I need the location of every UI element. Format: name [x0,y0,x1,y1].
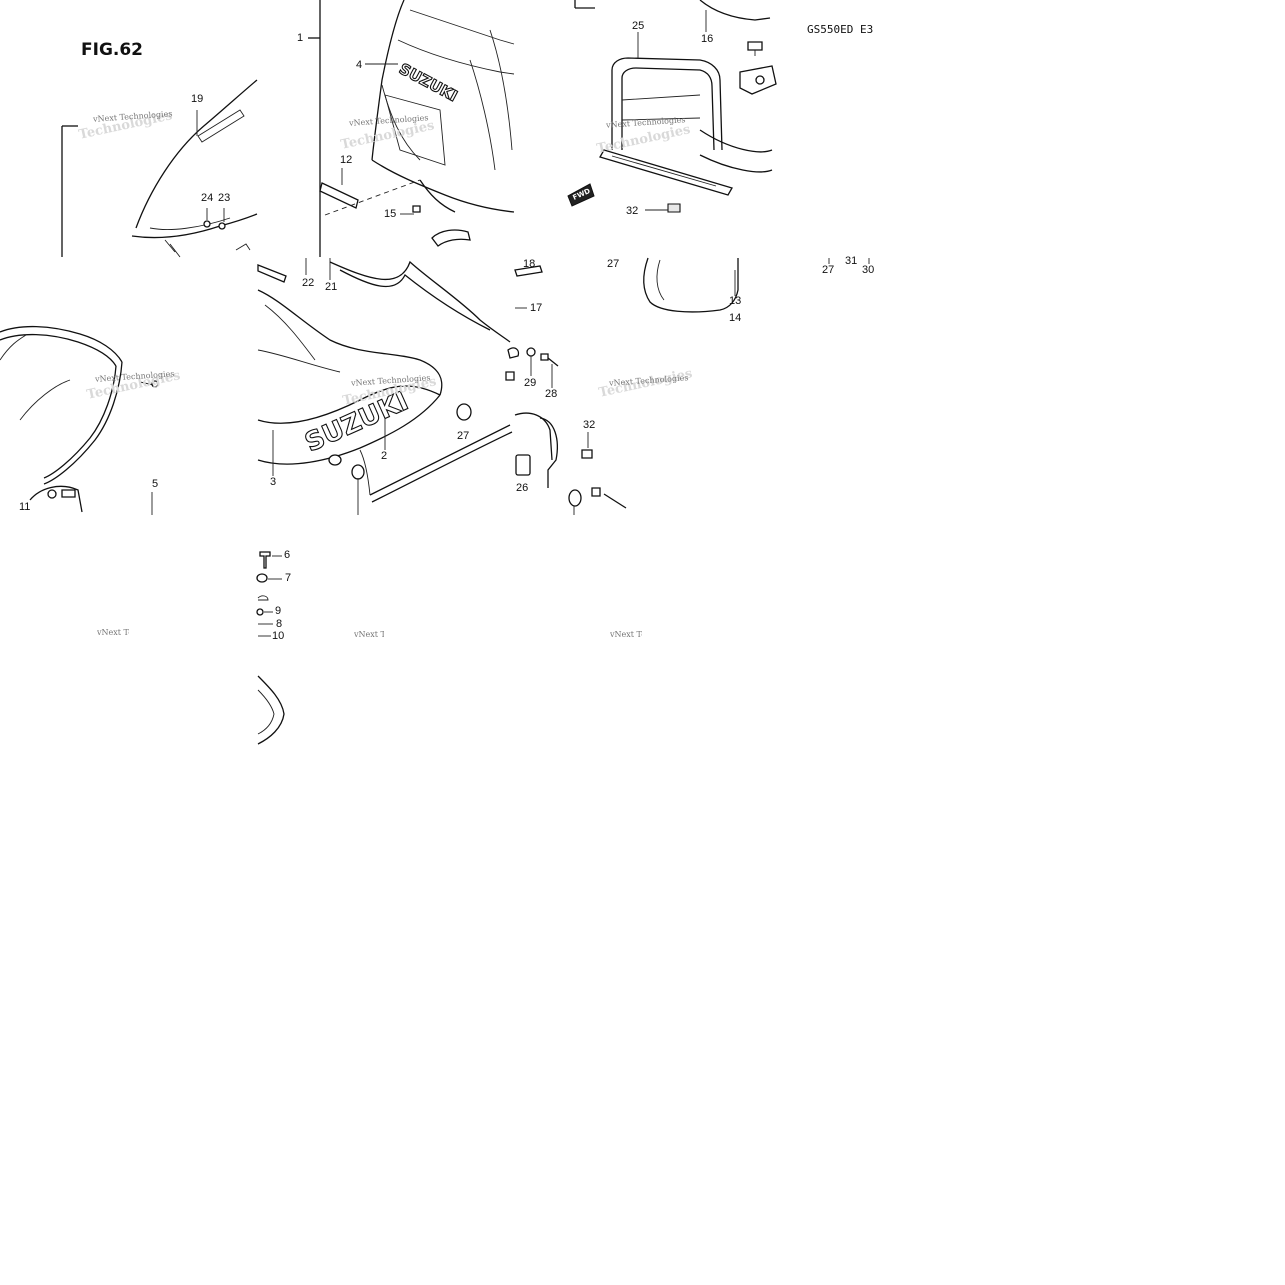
upper-cowl [308,0,515,257]
watermark: vNext Technologies [354,630,384,639]
callout-number: 27 [457,430,470,442]
callout-number: 32 [626,205,639,217]
callout-number: 22 [302,277,315,289]
windscreen-lower [0,325,159,515]
figure-title: FIG.62 [81,40,144,60]
callout-number: 3 [270,476,277,488]
callout-number: 11 [19,501,31,513]
callout-number: 7 [285,572,292,584]
callout-number: 2 [381,450,388,462]
callout-number: 6 [284,549,291,561]
watermark: vNext Technologies [610,630,642,639]
windscreen-top [61,79,258,258]
callout-number: 30 [862,264,875,276]
callout-number: 24 [201,192,214,204]
callout-number: 21 [325,281,338,293]
suzuki-logo-upper: SUZUKI [396,60,460,106]
callout-number: 27 [607,258,620,270]
callout-number: 29 [524,377,537,389]
fairing-bracket [567,0,777,213]
callout-number: 4 [356,59,363,71]
callout-number: 31 [845,255,858,267]
watermark-clip: vNext Technologies [610,630,642,639]
callout-number: 18 [523,258,536,270]
callout-number: 1 [297,32,304,44]
callout-number: 19 [191,93,204,105]
callout-number: 13 [729,295,742,307]
stay-hardware [514,265,627,515]
callout-number: 9 [275,605,282,617]
callout-number: 8 [276,618,283,630]
callout-number: 23 [218,192,231,204]
screw-set [256,551,285,745]
watermark-clip: vNext Technologies [97,628,129,637]
callout-number: 5 [152,478,159,490]
callout-number: 16 [701,33,714,45]
callout-number: 27 [822,264,835,276]
callout-number: 32 [583,419,596,431]
callout-number: 14 [729,312,742,324]
watermark-clip: vNext Technologies [354,630,384,639]
callout-number: 17 [530,302,543,314]
callout-number: 10 [272,630,285,642]
side-cowl [257,258,520,515]
callout-number: 15 [384,208,397,220]
callout-number: 25 [632,20,645,32]
watermark: vNext Technologies [97,628,129,637]
cover-panel [643,257,870,313]
callout-number: 26 [516,482,529,494]
callout-number: 12 [340,154,353,166]
callout-number: 28 [545,388,558,400]
model-code: GS550ED E3 [807,23,874,36]
